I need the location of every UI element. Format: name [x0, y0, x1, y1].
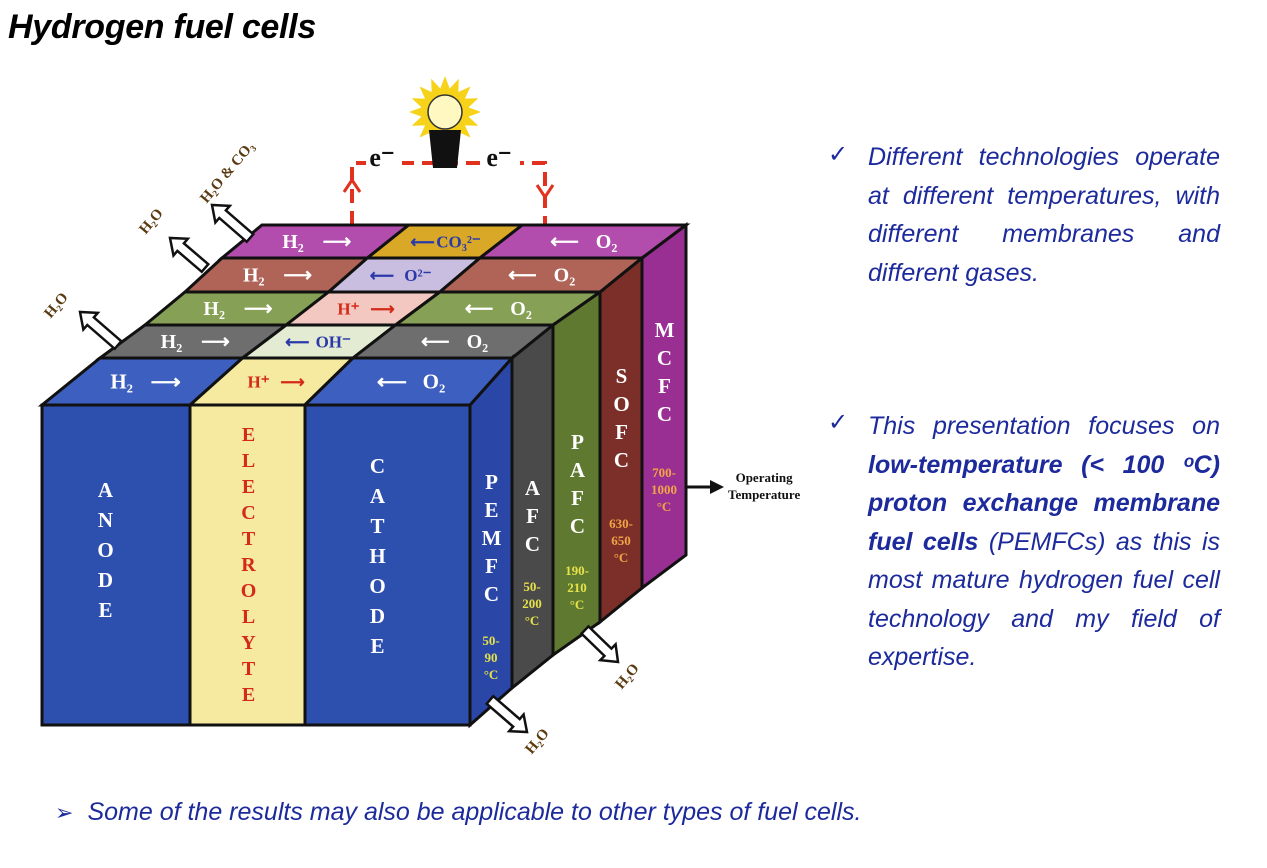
- exhaust-arrow-icon: [579, 624, 620, 664]
- right-arrow-icon: ⟶: [201, 331, 230, 353]
- right-arrow-icon: ⟶: [283, 265, 312, 287]
- layer-name-pemfc: PEMFC: [479, 470, 504, 610]
- layer-afc: H₂ ⟶ ⟵ OH⁻ ⟵ O₂: [95, 321, 558, 692]
- bullet-point-focus: This presentation focuses on low-tempera…: [868, 407, 1220, 677]
- exhaust-arrow-icon: [484, 694, 529, 734]
- fuel-label: H₂: [161, 331, 183, 353]
- right-arrow-icon: ⟶: [244, 298, 273, 320]
- temperature-sofc: 630- 650 °C: [609, 516, 633, 565]
- oxidant-label: O₂: [596, 231, 618, 253]
- oxidant-label: O₂: [467, 331, 489, 353]
- fuel-label: H₂: [203, 298, 225, 320]
- left-arrow-icon: ⟵: [465, 298, 494, 320]
- bulb-base-icon: [429, 130, 461, 168]
- bullet-point-technologies: Different technologies operate at differ…: [868, 143, 1220, 287]
- exhaust-label: H₂O: [612, 661, 642, 693]
- temperature-pemfc: 50- 90 °C: [482, 633, 500, 682]
- ion-label: CO₃²⁻: [436, 232, 481, 251]
- temperature-pafc: 190- 210 °C: [565, 563, 589, 612]
- anode-label: ANODE: [93, 478, 118, 628]
- label-bg: [366, 146, 402, 176]
- ion-arrow-icon: ⟶: [280, 372, 304, 391]
- oxidant-label: O₂: [510, 298, 532, 320]
- right-arrow-icon: ⟶: [151, 369, 181, 393]
- right-arrow-icon: ⟶: [323, 231, 352, 253]
- ion-label: H⁺: [247, 372, 269, 391]
- exhaust-arrow-icon: [210, 203, 256, 244]
- temperature-mcfc: 700- 1000 °C: [651, 465, 677, 514]
- layer-name-afc: AFC: [520, 476, 545, 560]
- left-arrow-icon: ⟵: [550, 231, 579, 253]
- left-arrow-icon: ⟵: [421, 331, 450, 353]
- layer-mcfc: H₂⟶⟵CO₃²⁻⟵O₂: [217, 222, 691, 591]
- layer-name-mcfc: MCFC: [652, 318, 677, 430]
- left-arrow-icon: ⟵: [508, 265, 537, 287]
- fuel-label: H₂: [110, 369, 133, 393]
- focus-text: This presentation focuses on: [868, 412, 1220, 440]
- layer-name-sofc: SOFC: [609, 364, 634, 476]
- focus-text-end: (PEMFCs) as this is most mature hydrogen…: [868, 527, 1220, 672]
- exhaust-label: H₂O & CO₃: [197, 138, 258, 206]
- fuel-label: H₂: [243, 265, 265, 287]
- label-bg: [484, 146, 520, 176]
- oxidant-label: O₂: [423, 369, 446, 393]
- check-icon: ✓: [828, 409, 849, 436]
- exhaust-label: H₂O: [41, 290, 71, 322]
- fuel-label: H₂: [282, 231, 304, 253]
- operating-temperature-label: Operating Temperature: [728, 470, 801, 502]
- ion-label: O²⁻: [404, 266, 431, 285]
- slide-title: Hydrogen fuel cells: [8, 8, 316, 46]
- ion-arrow-icon: ⟶: [370, 299, 394, 318]
- temperature-afc: 50- 200 °C: [522, 579, 542, 628]
- ion-arrow-icon: ⟵: [370, 266, 394, 285]
- exhaust-arrow-icon: [78, 310, 124, 351]
- focus-text-bold: low-temperature (< 100 ᵒC) proton exchan…: [868, 450, 1220, 556]
- external-circuit: e⁻ e⁻: [342, 76, 555, 225]
- cathode-label: CATHODE: [365, 454, 390, 664]
- arrow-head-icon: [710, 480, 724, 494]
- footer-bullet: ➢ Some of the results may also be applica…: [55, 798, 861, 827]
- cathode-face: [303, 403, 472, 727]
- electron-label: e⁻: [486, 143, 511, 172]
- exhaust-label: H₂O: [136, 206, 166, 238]
- ion-label: OH⁻: [316, 332, 351, 351]
- electrolyte-face: [188, 403, 307, 727]
- down-arrow-icon: [535, 184, 555, 200]
- electron-label: e⁻: [369, 143, 394, 172]
- light-bulb-icon: [427, 94, 463, 130]
- fuel-cell-layers: H₂⟶⟵CO₃²⁻⟵O₂H₂⟶⟵O²⁻⟵O₂H₂⟶H⁺⟶⟵O₂H₂⟶⟵OH⁻⟵O…: [37, 222, 691, 729]
- footer-text: Some of the results may also be applicab…: [87, 798, 862, 826]
- exhaust-arrow-icon: [168, 236, 211, 274]
- electrolyte-label: ELECTROLYTE: [237, 424, 260, 710]
- layer-name-pafc: PAFC: [565, 430, 590, 542]
- up-arrow-icon: [342, 177, 362, 193]
- arrow-bullet-icon: ➢: [55, 800, 74, 825]
- ion-arrow-icon: ⟵: [285, 332, 309, 351]
- layer-pemfc: H₂ ⟶ H⁺ ⟶ ⟵ O₂: [37, 354, 516, 729]
- ion-label: H⁺: [337, 299, 359, 318]
- check-icon: ✓: [828, 141, 849, 168]
- layer-sofc: H₂ ⟶ ⟵ O²⁻ ⟵ O₂: [181, 254, 647, 626]
- ion-arrow-icon: ⟵: [410, 232, 434, 251]
- oxidant-label: O₂: [554, 265, 576, 287]
- left-arrow-icon: ⟵: [377, 369, 407, 393]
